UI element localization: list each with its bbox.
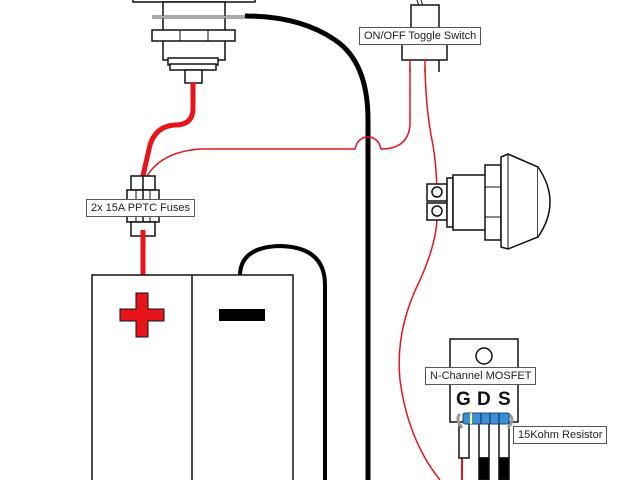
resistor	[456, 412, 514, 429]
battery-plus-icon	[119, 292, 165, 338]
mosfet-pin-source: S	[498, 389, 511, 410]
toggle-switch-label: ON/OFF Toggle Switch	[359, 27, 482, 45]
negative-wire-main	[244, 13, 371, 480]
switch-to-button-wire	[424, 67, 438, 191]
positive-wire-thick	[139, 82, 196, 181]
mosfet-label: N-Channel MOSFET	[425, 367, 537, 385]
panel-connector	[132, 0, 256, 84]
push-button	[426, 153, 551, 250]
mosfet-pin-drain: D	[477, 389, 491, 410]
fuses-label: 2x 15A PPTC Fuses	[86, 199, 196, 217]
button-to-gate-wire	[398, 211, 441, 480]
negative-wire-battery	[238, 243, 327, 480]
mosfet-pin-gate: G	[456, 389, 471, 410]
switch-feed-wire	[145, 68, 411, 179]
battery-minus-icon	[219, 309, 265, 321]
battery-pack	[91, 274, 294, 480]
resistor-label: 15Kohm Resistor	[513, 426, 608, 444]
